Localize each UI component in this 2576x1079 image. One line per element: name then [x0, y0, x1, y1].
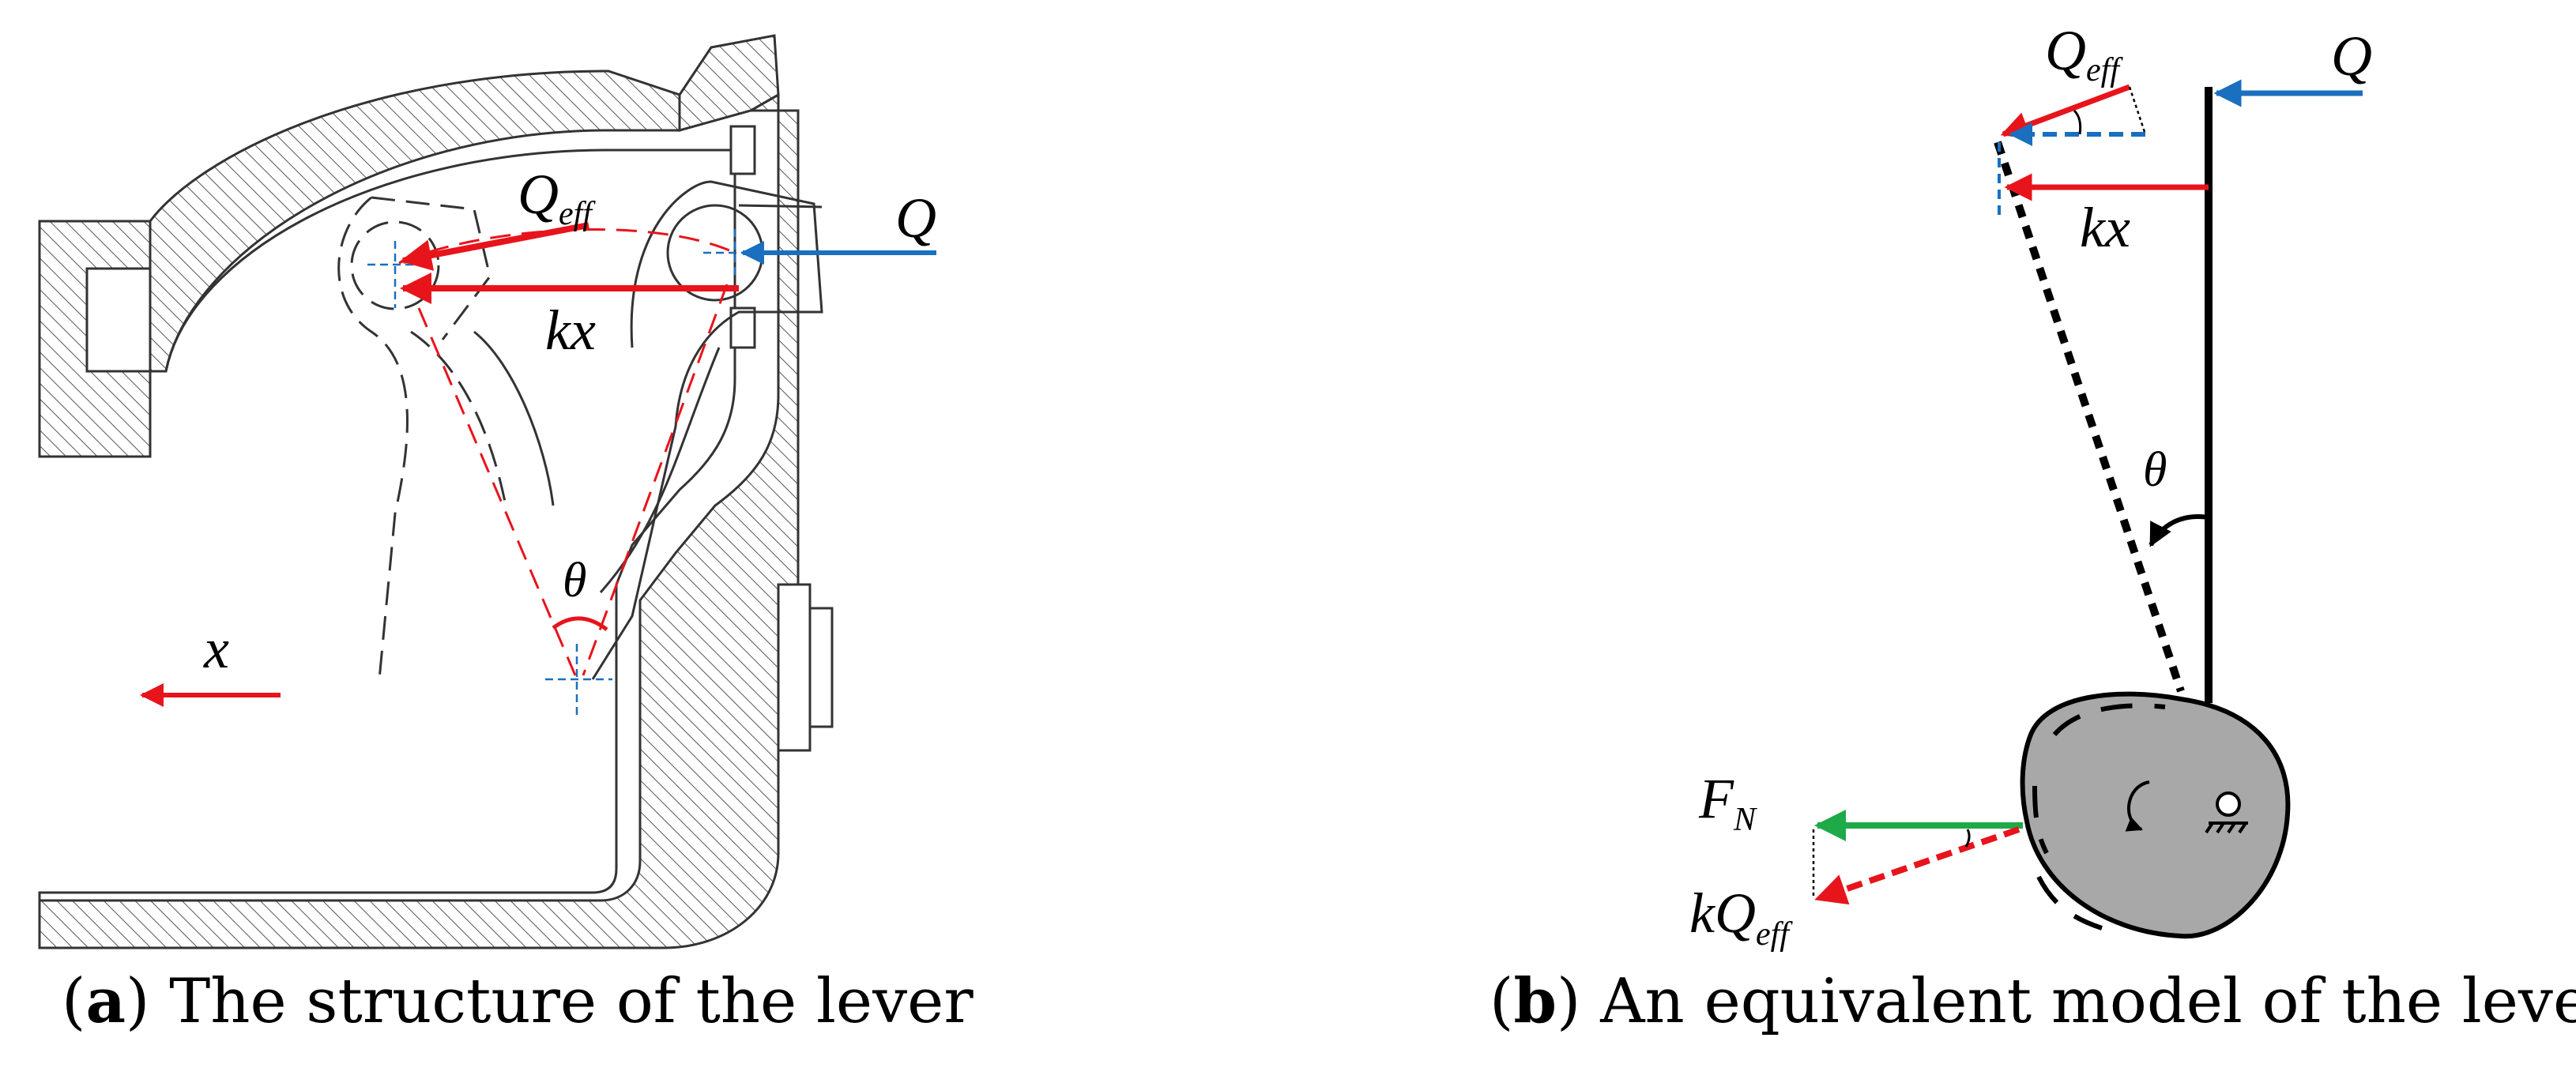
caption-a-letter: a [85, 965, 126, 1037]
cam-outline-dashes [2032, 703, 2166, 930]
fn-angle-arc [1964, 829, 1971, 848]
q-eff-label-b: Qeff [2045, 19, 2123, 88]
q-eff-construction-line [2128, 86, 2147, 135]
fn-label: FN [1698, 767, 1757, 838]
q-label-b: Q [2331, 24, 2372, 88]
theta-arc-a [552, 616, 608, 632]
caption-b: (b) An equivalent model of the lever [1489, 962, 2576, 1041]
pivot-centre-marks [367, 229, 759, 715]
lever-rotated [1994, 141, 2185, 693]
q-eff-arrow-a [400, 222, 589, 271]
rotation-arrow-icon [2125, 780, 2150, 832]
theta-label-a: θ [563, 554, 586, 607]
k-q-eff-label: kQeff [1689, 882, 1793, 953]
q-label-a: Q [895, 186, 936, 250]
caption-a-text: The structure of the lever [169, 966, 974, 1037]
q-eff-angle-arc [2073, 109, 2082, 135]
k-q-eff-arrow [1814, 826, 2021, 905]
kx-label-a: kx [545, 299, 596, 362]
lever-housing [38, 34, 834, 949]
caption-b-text: An equivalent model of the lever [1600, 966, 2576, 1037]
q-eff-label-a: Qeff [518, 163, 596, 232]
caption-a: (a) The structure of the lever [62, 965, 974, 1037]
panel-b-diagram: Qeff Q kx θ FN kQeff [1689, 19, 2372, 953]
q-eff-arrow-b [2000, 84, 2131, 139]
theta-label-b: θ [2143, 443, 2167, 497]
cam [2020, 691, 2291, 939]
theta-arc-b [2149, 514, 2209, 547]
kx-label-b: kx [2080, 196, 2130, 259]
pivot-support-icon [2205, 791, 2248, 834]
lever-dashed [337, 196, 507, 680]
panel-a-diagram: Qeff Q kx θ x [38, 34, 936, 949]
caption-b-letter: b [1513, 965, 1557, 1037]
x-label: x [203, 617, 229, 680]
